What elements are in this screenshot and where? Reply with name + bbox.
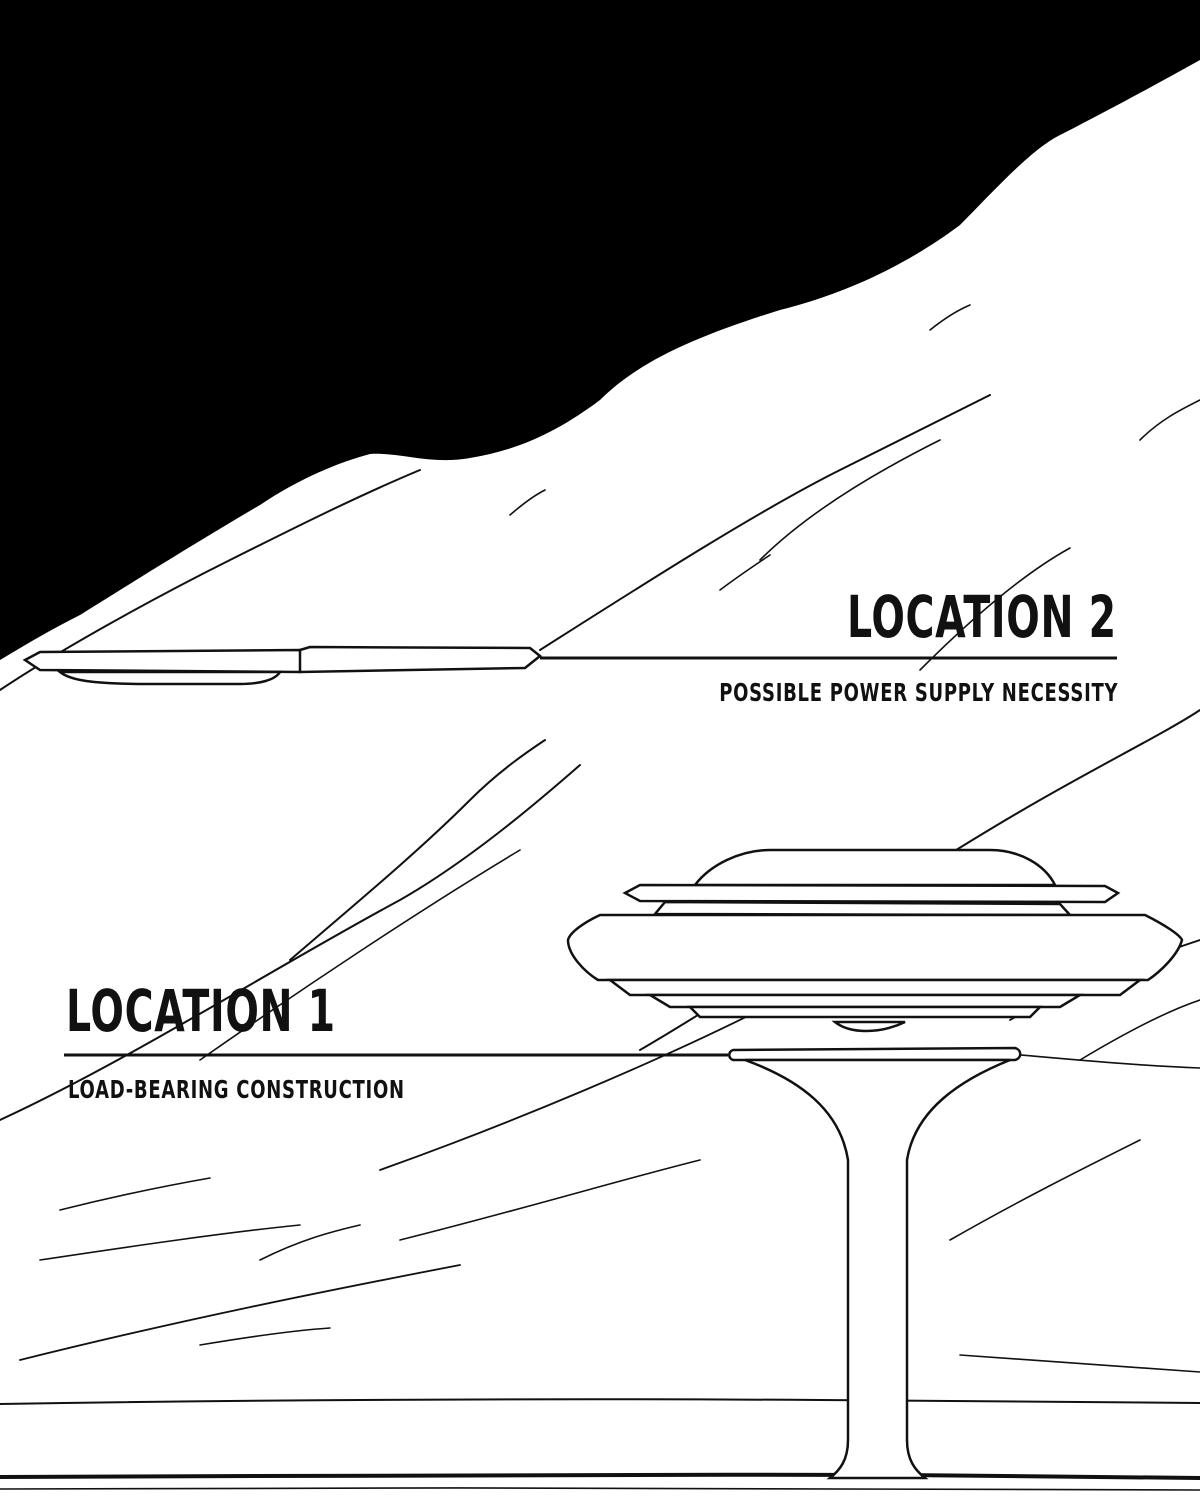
- horizon-lines: [0, 1398, 1200, 1491]
- location-2-title: LOCATION 2: [847, 583, 1117, 651]
- location-1-title: LOCATION 1: [66, 977, 336, 1045]
- location-1-tower: [566, 848, 1184, 1480]
- location-2-subtitle: POSSIBLE POWER SUPPLY NECESSITY: [718, 678, 1118, 707]
- mountain-lines: [0, 304, 1200, 1373]
- location-2-platform: [22, 645, 543, 686]
- location-1-subtitle: LOAD-BEARING CONSTRUCTION: [68, 1075, 405, 1104]
- night-sky: [0, 0, 1200, 660]
